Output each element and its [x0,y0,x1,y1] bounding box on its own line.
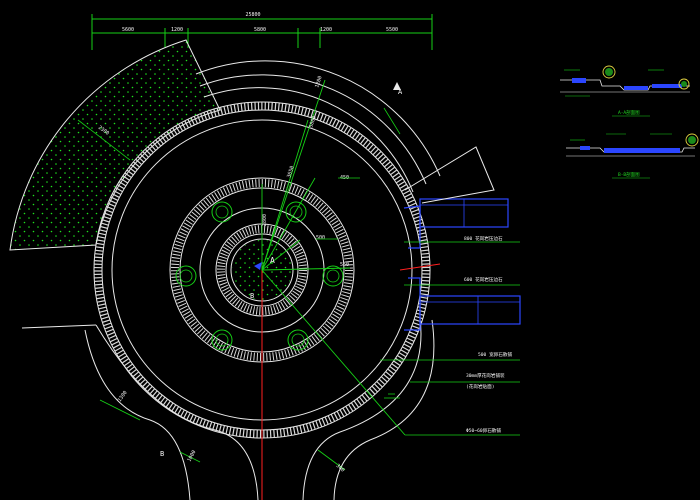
leader-label-3: 500 宽卵石散铺 [478,351,512,358]
dim-segment-4: 1200 [320,27,332,33]
stepping-stones [175,201,344,351]
dim-overall-width: 25800 [245,12,260,18]
marker-center-a: A [270,256,275,265]
bench-upper [403,198,509,249]
dim-ring-b: 3650 [286,165,295,178]
marker-top-right-a: A [398,88,403,96]
dim-small-right: 550 [340,262,349,268]
bed-dimension-line [77,119,131,161]
dim-pavement: 2300 [97,125,110,137]
section-markers: A A B B [160,82,403,458]
marker-bottom-left-b: B [160,450,164,458]
stepping-stone-5 [211,329,233,351]
bench-lower [404,277,521,331]
leader-label-2: 600 花岗岩压边石 [464,276,503,283]
center-arrow [254,262,262,270]
axis-line-right [399,263,441,271]
stepping-stone-4 [322,265,344,287]
dim-segment-5: 5500 [386,27,398,33]
dim-path-left: 1300 [117,390,129,403]
plan-area: 1200 5800 3650 2800 2300 1300 1000 300 5… [9,39,521,500]
radial-dimensions [99,79,406,471]
leader-annotations: 800 花岗岩压边石 600 花岗岩压边石 500 宽卵石散铺 30mm厚花岗岩… [316,107,520,436]
marker-top-right-arrow [393,82,401,90]
dim-outer-band: 1200 [314,75,323,88]
pergola-outline [404,146,495,204]
dim-center-offset: 500 [316,235,325,241]
planting-bed-sector [9,39,221,251]
leader-label-6: Φ50~60卵石散铺 [466,427,501,434]
dim-path-lower-right: 300 [335,463,346,474]
leader-label-1: 800 花岗岩压边石 [464,235,503,242]
stepping-stone-3 [175,265,197,287]
leader-label-5: (花岗岩贴面) [466,383,495,390]
section-a-caption: A-A剖面图 [618,109,640,116]
stepping-stone-1 [211,201,233,223]
stepping-stone-2 [285,201,307,223]
leader-label-4: 30mm厚花岗岩铺装 [466,372,505,379]
dim-segment-3: 5800 [254,27,266,33]
section-b-caption: B-B剖面图 [618,171,640,178]
dim-path-right: 1000 [186,449,197,462]
section-a-detail: A-A剖面图 [560,65,690,117]
lower-paths [21,317,435,500]
curved-path-bands [195,60,441,193]
dim-segment-2: 1200 [171,27,183,33]
stepping-stone-6 [287,329,309,351]
top-dimension-chain: 25800 5600 1200 5800 1200 5500 [91,12,433,50]
section-b-detail: B-B剖面图 [566,133,699,179]
dim-ring-a: 5800 [308,115,317,128]
dim-inner: 2800 [262,214,268,226]
marker-inner-b: B [250,292,254,300]
dim-segment-1: 5600 [122,27,134,33]
